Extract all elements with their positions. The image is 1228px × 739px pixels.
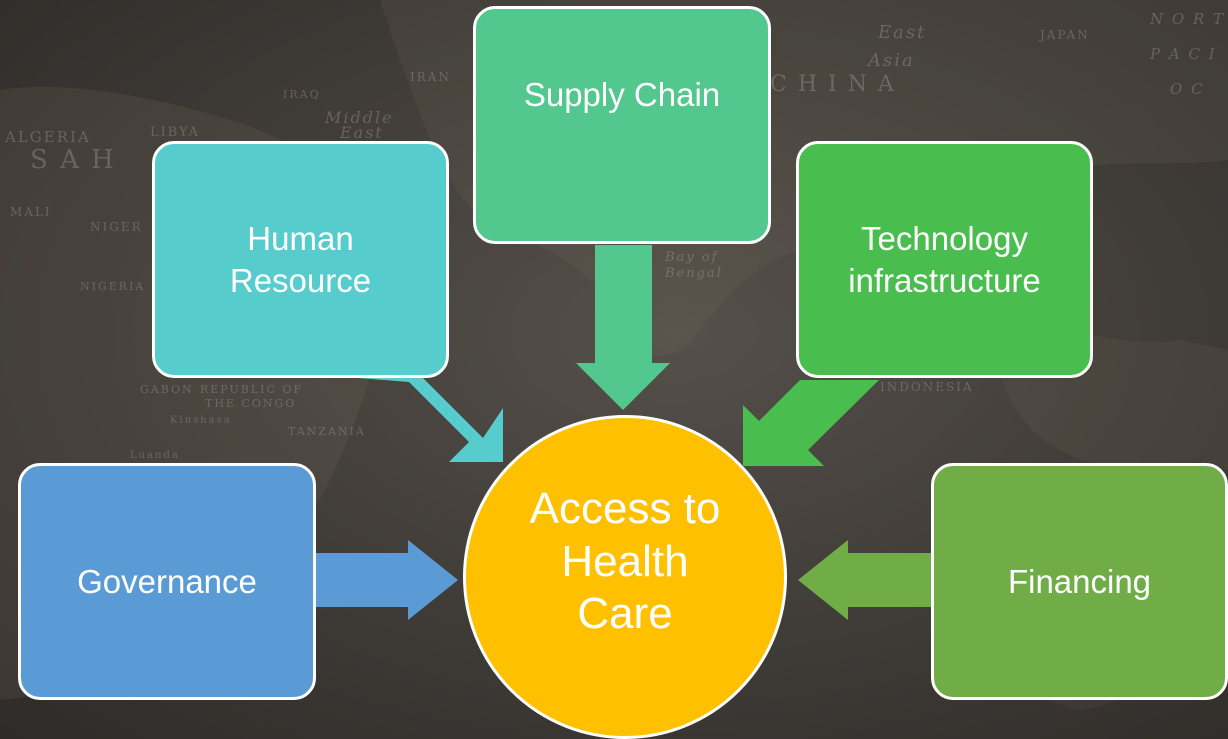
map-label: S A H (30, 145, 116, 175)
map-label: Kinshasa (170, 415, 232, 426)
technology-infrastructure-box: Technology infrastructure (796, 141, 1093, 378)
map-label: C H I N A (770, 72, 896, 97)
map-label: Middle (325, 108, 394, 127)
map-label: JAPAN (1040, 28, 1090, 42)
map-label: East (340, 123, 384, 142)
map-label: ALGERIA (5, 128, 91, 146)
map-label: P A C I (1150, 45, 1217, 63)
map-label: Bengal (665, 266, 723, 281)
governance-arrow (315, 540, 458, 620)
map-label: NIGER (90, 220, 143, 234)
technology-infrastructure-label: Technology infrastructure (848, 220, 1041, 299)
map-label: Asia (868, 50, 915, 71)
map-label: INDONESIA (880, 380, 974, 394)
map-label: IRAQ (283, 88, 321, 101)
financing-label: Financing (1007, 562, 1152, 600)
map-label: GABON (140, 383, 194, 396)
governance-box: Governance (18, 463, 316, 700)
human-resource-box: Human Resource (152, 141, 449, 378)
financing-box: Financing (931, 463, 1228, 700)
map-label: Luanda (130, 450, 180, 461)
map-label: TANZANIA (288, 425, 366, 438)
governance-label: Governance (77, 562, 257, 600)
access-to-health-care-circle: Access to Health Care (463, 415, 787, 739)
supply-chain-arrow (576, 245, 670, 410)
human-resource-label: Human Resource (229, 220, 372, 299)
map-label: MALI (10, 205, 52, 219)
financing-arrow (798, 540, 933, 620)
technology-infrastructure-arrow (743, 380, 879, 466)
map-label: O C (1170, 80, 1205, 98)
map-label: REPUBLIC OF (200, 383, 304, 396)
map-label: N O R T (1150, 10, 1226, 28)
supply-chain-label: Supply Chain (523, 76, 721, 114)
supply-chain-box: Supply Chain (473, 6, 771, 244)
center-label: Access to Health Care (529, 483, 721, 639)
human-resource-arrow (358, 378, 503, 462)
map-label: NIGERIA (80, 280, 146, 293)
map-label: LIBYA (150, 125, 201, 140)
map-label: THE CONGO (205, 397, 297, 410)
map-label: East (878, 22, 927, 43)
map-label: IRAN (410, 70, 451, 84)
map-label: Bay of (665, 250, 719, 265)
